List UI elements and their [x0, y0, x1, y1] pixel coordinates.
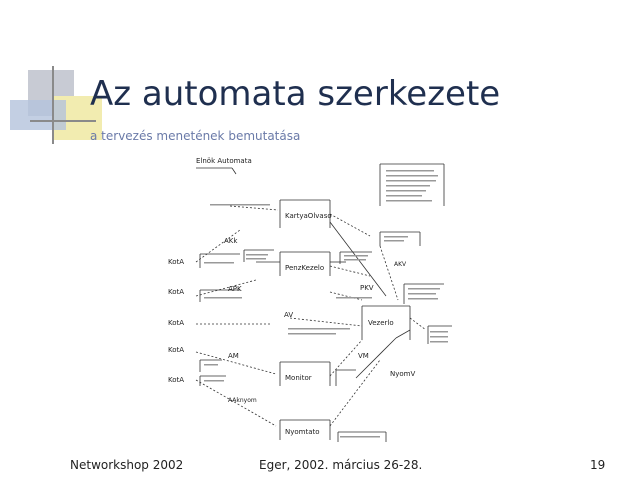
kota-label: KotA [168, 346, 184, 354]
kota-label: KotA [168, 258, 184, 266]
kota-label: KotA [168, 288, 184, 296]
node-penzkezelo: PenzKezelo [285, 264, 324, 272]
decor-horizontal-line [30, 120, 96, 122]
edge-label-apk: APK [228, 285, 242, 293]
node-vezerlo: Vezerlo [368, 319, 394, 327]
slide-subtitle: a tervezés menetének bemutatása [90, 129, 301, 143]
edge-label-am: AM [228, 352, 239, 360]
decor-vertical-line [52, 66, 54, 144]
edge-label-vm: VM [358, 352, 369, 360]
edge-label-av: AV [284, 311, 293, 319]
kota-label: KotA [168, 319, 184, 327]
edge-label-akk: AKk [224, 237, 238, 245]
edge-label-pkv: PKV [360, 284, 374, 292]
footer-left: Networkshop 2002 [70, 458, 184, 472]
page-number: 19 [590, 458, 606, 472]
decor-square-blue [10, 100, 66, 130]
node-kartyaolvaso: KartyaOlvaso [285, 212, 332, 220]
edge-label-akv: AKV [394, 261, 407, 268]
node-monitor: Monitor [285, 374, 312, 382]
node-nyomtato: Nyomtato [285, 428, 320, 436]
footer-center: Eger, 2002. március 26-28. [259, 458, 423, 472]
slide-title: Az automata szerkezete [90, 74, 501, 114]
diagram-top-label: Elnök Automata [196, 157, 252, 165]
edge-label-nyomv: NyomV [390, 370, 415, 378]
kota-label: KotA [168, 376, 184, 384]
edge-label-aaknyom: AAknyom [228, 397, 257, 404]
